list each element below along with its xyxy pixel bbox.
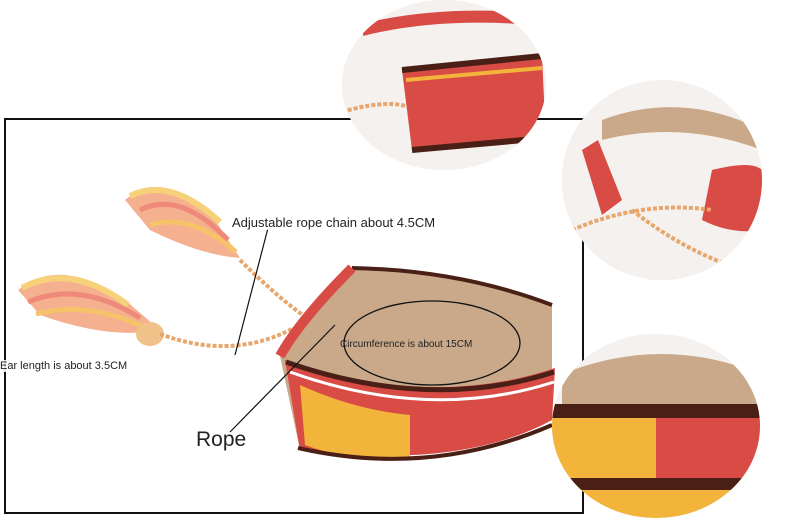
detail-photo-bottom xyxy=(552,334,760,518)
tassel-upper xyxy=(125,187,240,258)
detail-frame xyxy=(4,118,584,514)
detail-photo-right xyxy=(562,80,762,280)
bracelet-band xyxy=(275,264,555,461)
tassel-lower xyxy=(18,274,164,346)
rope-label: Rope xyxy=(196,428,247,451)
ear-length-label: Ear length is about 3.5CM xyxy=(0,360,128,372)
detail-photo-top xyxy=(342,0,546,170)
adjustable-chain-label: Adjustable rope chain about 4.5CM xyxy=(232,215,436,230)
circumference-label: Circumference is about 15CM xyxy=(340,339,473,350)
circumference-ring xyxy=(343,300,521,386)
